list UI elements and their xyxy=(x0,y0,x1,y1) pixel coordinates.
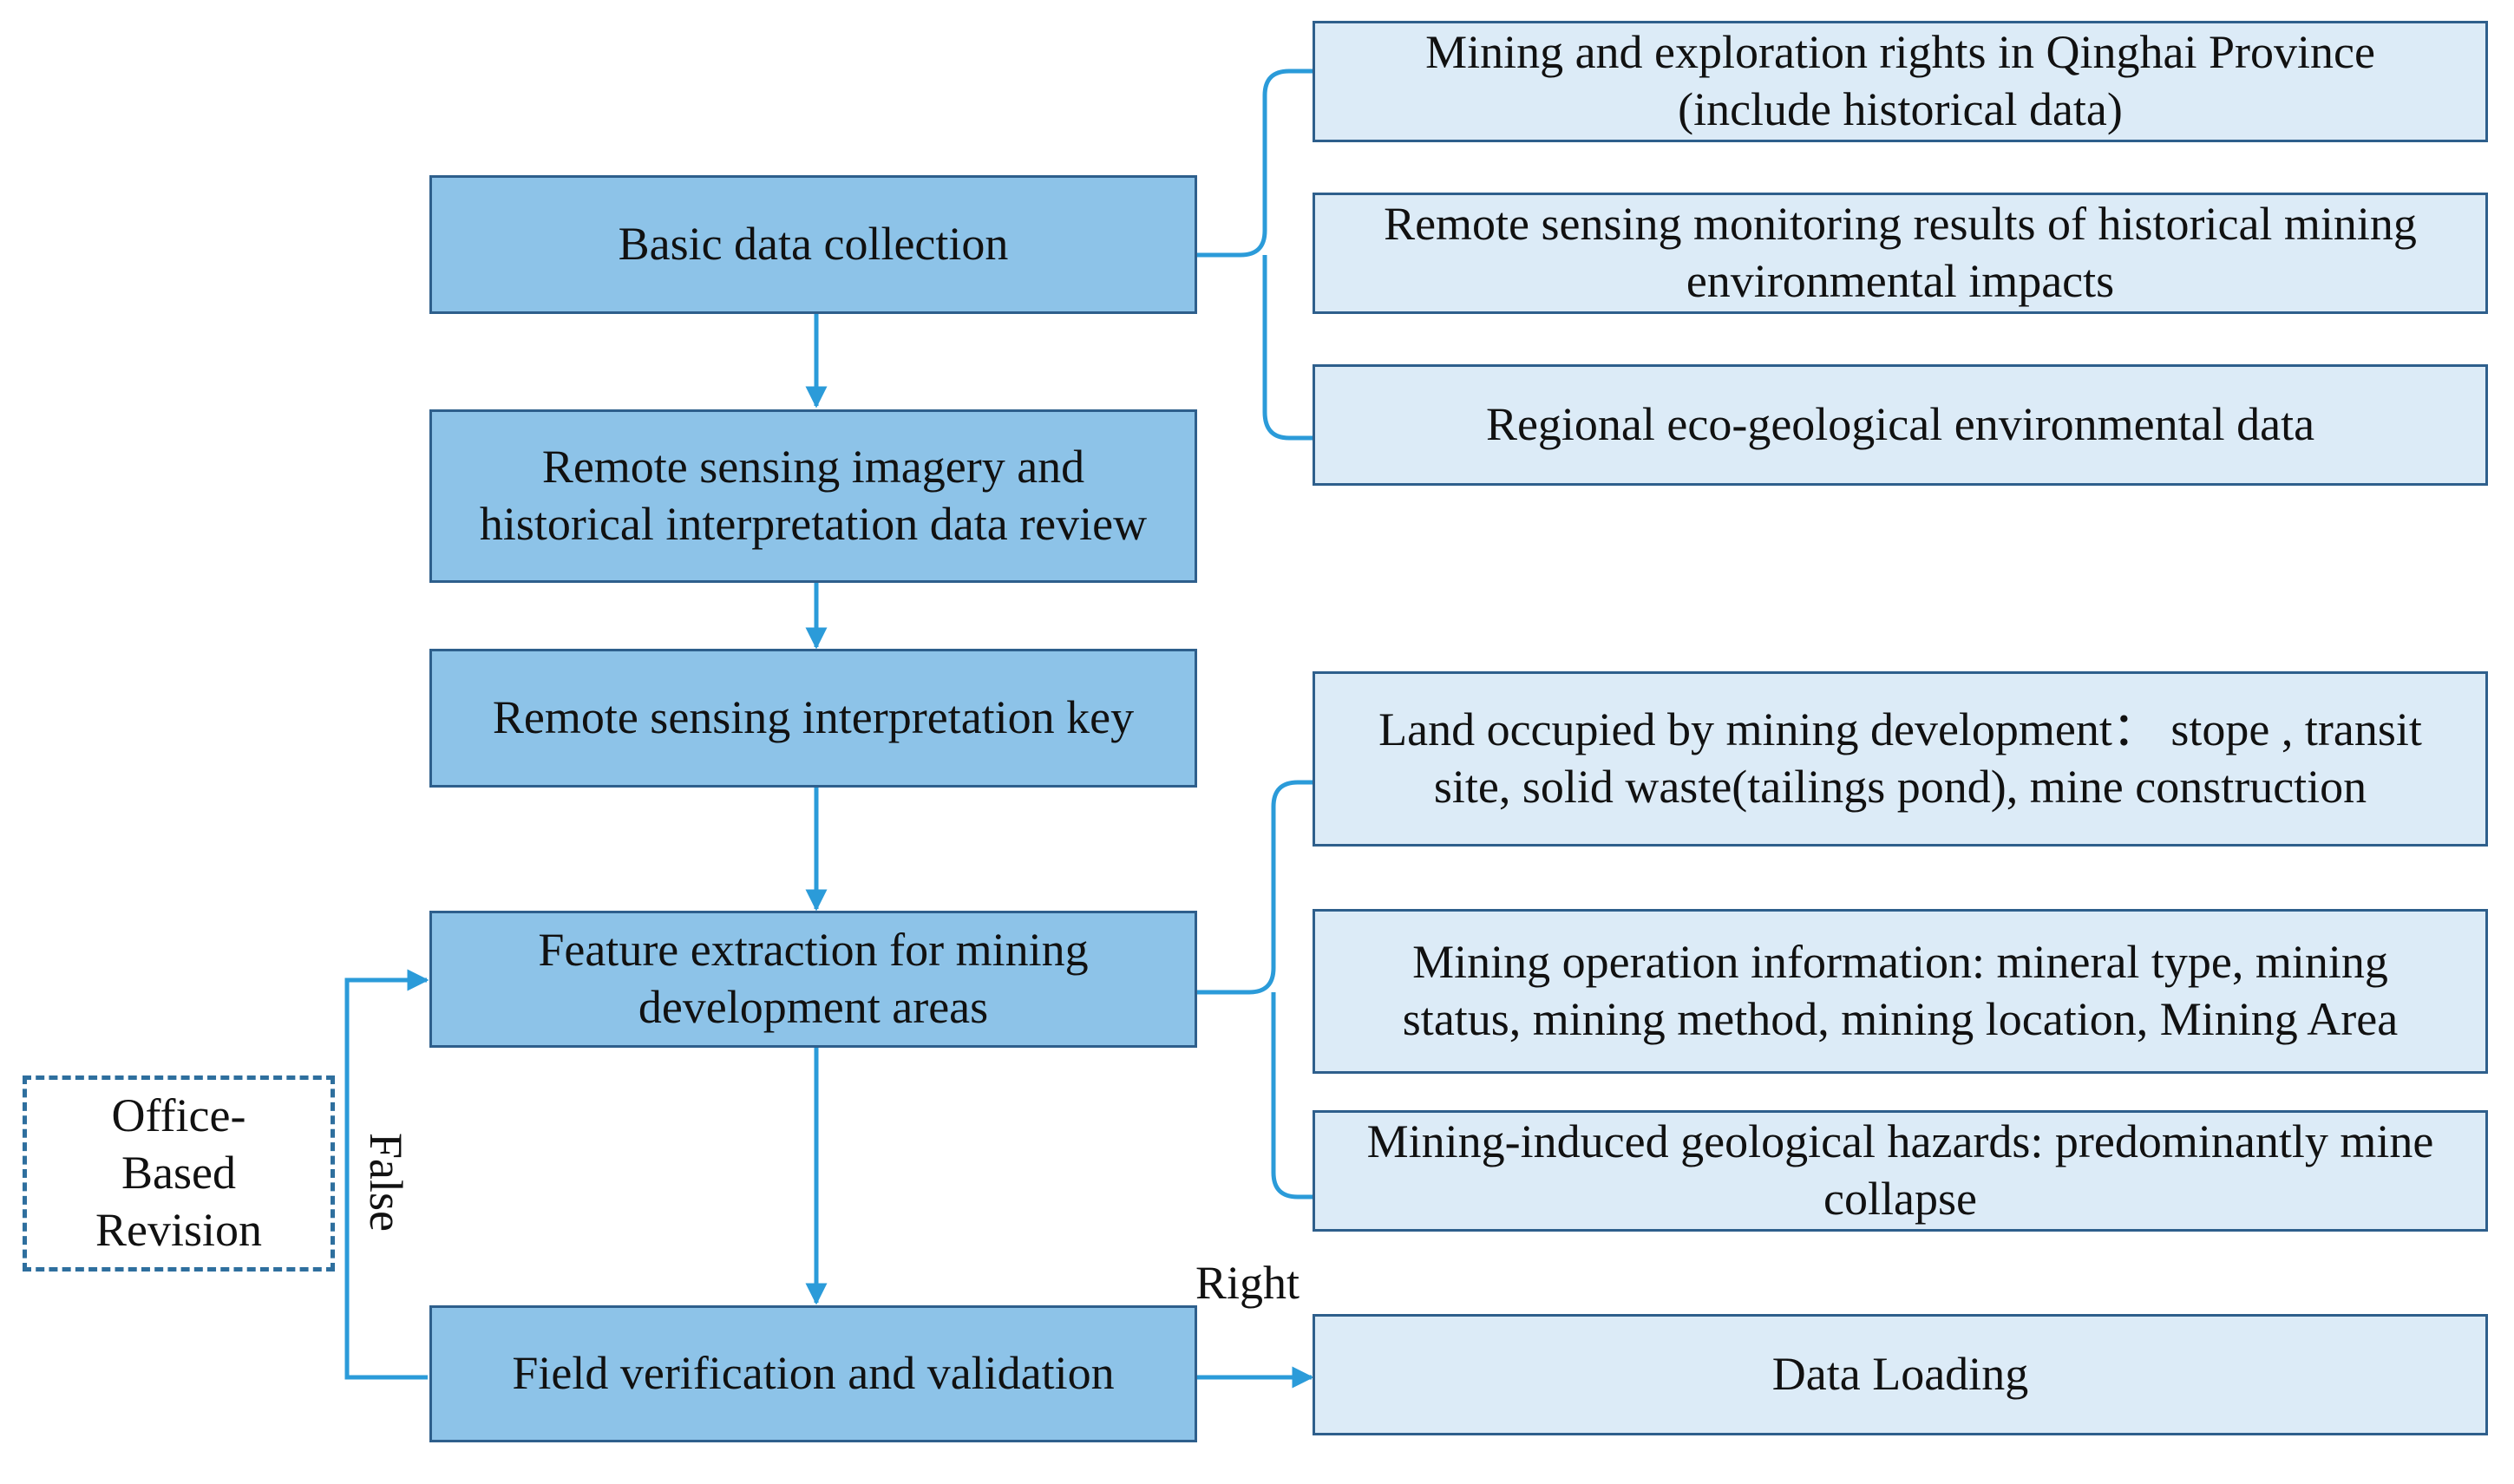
false-label: False xyxy=(360,1133,412,1232)
office-revision-label: Office-Based Revision xyxy=(95,1089,262,1256)
office-revision-box: Office-Based Revision xyxy=(23,1075,335,1272)
data-source-mining-rights-label: Mining and exploration rights in Qinghai… xyxy=(1425,26,2375,135)
feature-land-occupied: Land occupied by mining development： sto… xyxy=(1313,671,2488,847)
basic-data-collection-label: Basic data collection xyxy=(618,218,1009,271)
interpretation-key-box: Remote sensing interpretation key xyxy=(429,649,1197,788)
data-source-eco-geological-label: Regional eco-geological environmental da… xyxy=(1485,398,2315,451)
imagery-review-label: Remote sensing imagery and historical in… xyxy=(479,441,1148,550)
interpretation-key-label: Remote sensing interpretation key xyxy=(492,691,1135,744)
data-source-eco-geological: Regional eco-geological environmental da… xyxy=(1313,364,2488,486)
feature-operation-info: Mining operation information: mineral ty… xyxy=(1313,909,2488,1074)
bracket-features xyxy=(1197,780,1313,1200)
feature-geological-hazards: Mining-induced geological hazards: predo… xyxy=(1313,1110,2488,1232)
feature-land-occupied-label: Land occupied by mining development： sto… xyxy=(1378,703,2422,813)
feature-extraction-label: Feature extraction for mining developmen… xyxy=(538,924,1089,1033)
arrow-false-loop xyxy=(344,969,429,1380)
data-source-mining-rights: Mining and exploration rights in Qinghai… xyxy=(1313,21,2488,142)
data-source-historical-monitoring: Remote sensing monitoring results of his… xyxy=(1313,193,2488,314)
field-verification-label: Field verification and validation xyxy=(512,1347,1115,1400)
imagery-review-box: Remote sensing imagery and historical in… xyxy=(429,409,1197,583)
feature-operation-info-label: Mining operation information: mineral ty… xyxy=(1402,936,2399,1045)
right-label: Right xyxy=(1195,1257,1300,1309)
bracket-data-sources xyxy=(1197,69,1313,441)
field-verification-box: Field verification and validation xyxy=(429,1305,1197,1442)
feature-extraction-box: Feature extraction for mining developmen… xyxy=(429,911,1197,1048)
data-source-historical-monitoring-label: Remote sensing monitoring results of his… xyxy=(1384,198,2417,307)
data-loading-box: Data Loading xyxy=(1313,1314,2488,1435)
data-loading-label: Data Loading xyxy=(1771,1348,2029,1401)
basic-data-collection-box: Basic data collection xyxy=(429,175,1197,314)
feature-geological-hazards-label: Mining-induced geological hazards: predo… xyxy=(1366,1115,2434,1225)
